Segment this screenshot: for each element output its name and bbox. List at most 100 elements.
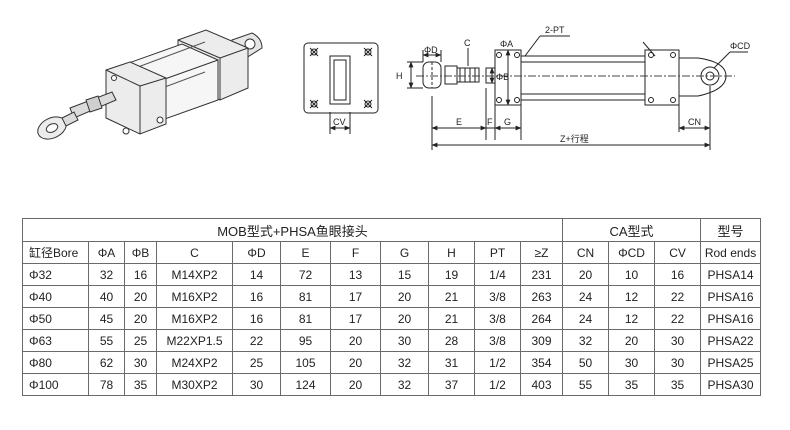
table-cell: M30XP2 <box>156 373 233 396</box>
table-cell: 55 <box>88 329 125 352</box>
dim-pt-label: 2-PT <box>545 25 565 35</box>
table-cell: 264 <box>519 307 564 330</box>
table-cell: 17 <box>330 285 381 308</box>
table-cell: 22 <box>654 307 702 330</box>
table-cell: 22 <box>654 285 702 308</box>
table-cell: 30 <box>654 351 702 374</box>
table-cell: 21 <box>428 307 475 330</box>
table-cell: 78 <box>88 373 125 396</box>
table-cell: Φ63 <box>22 329 89 352</box>
table-cell: 15 <box>380 263 429 286</box>
table-cell: 55 <box>562 373 610 396</box>
table-cell: 20 <box>330 351 381 374</box>
table-cell: M22XP1.5 <box>156 329 233 352</box>
table-cell: 17 <box>330 307 381 330</box>
col-header-cd: ΦCD <box>608 241 656 264</box>
table-cell: 24 <box>562 285 610 308</box>
table-cell: Φ32 <box>22 263 89 286</box>
dim-d-label: ΦD <box>424 45 438 55</box>
table-cell: 30 <box>380 329 429 352</box>
table-cell: 22 <box>232 329 281 352</box>
table-cell: 20 <box>124 307 157 330</box>
dim-cv-label: CV <box>333 117 346 127</box>
table-cell: Φ100 <box>22 373 89 396</box>
dim-g-label: G <box>504 117 511 127</box>
table-cell: 35 <box>124 373 157 396</box>
col-header-cv: CV <box>654 241 702 264</box>
dim-c-label: C <box>464 38 471 48</box>
table-cell: 32 <box>88 263 125 286</box>
table-cell: 50 <box>562 351 610 374</box>
table-cell: 20 <box>380 307 429 330</box>
table-cell: 3/8 <box>474 285 521 308</box>
table-cell: 72 <box>280 263 331 286</box>
table-cell: 14 <box>232 263 281 286</box>
dim-cd-label: ΦCD <box>730 41 751 51</box>
table-cell: 1/2 <box>474 373 521 396</box>
table-cell: PHSA16 <box>700 285 762 308</box>
table-cell: 3/8 <box>474 329 521 352</box>
table-cell: 16 <box>232 307 281 330</box>
table-cell: 30 <box>608 351 656 374</box>
table-cell: 30 <box>124 351 157 374</box>
col-header-c: C <box>156 241 233 264</box>
table-cell: 81 <box>280 285 331 308</box>
col-header-z: ≥Z <box>519 241 564 264</box>
table-cell: 24 <box>562 307 610 330</box>
group-header-ca: CA型式 <box>562 218 702 242</box>
table-group-header-row: MOB型式+PHSA鱼眼接头 CA型式 型号 <box>21 218 762 242</box>
col-header-d: ΦD <box>232 241 281 264</box>
table-column-header-row: 缸径Bore ΦA ΦB C ΦD E F G H PT ≥Z CN ΦCD C… <box>22 241 762 264</box>
dim-cn-label: CN <box>688 117 701 127</box>
col-header-b: ΦB <box>124 241 157 264</box>
table-cell: 354 <box>519 351 564 374</box>
col-header-cn: CN <box>562 241 610 264</box>
technical-drawing: CV <box>37 25 751 150</box>
table-cell: 13 <box>330 263 381 286</box>
table-cell: 32 <box>380 373 429 396</box>
table-cell: 263 <box>519 285 564 308</box>
table-cell: 403 <box>519 373 564 396</box>
table-cell: 20 <box>330 329 381 352</box>
spec-table: MOB型式+PHSA鱼眼接头 CA型式 型号 缸径Bore ΦA ΦB C ΦD… <box>21 218 762 396</box>
table-cell: 16 <box>232 285 281 308</box>
table-cell: M16XP2 <box>156 285 233 308</box>
table-cell: 35 <box>654 373 702 396</box>
front-view <box>303 42 379 134</box>
col-header-rod-ends: Rod ends <box>700 241 762 264</box>
table-cell: 20 <box>380 285 429 308</box>
table-cell: Φ50 <box>22 307 89 330</box>
table-cell: 62 <box>88 351 125 374</box>
dim-b-label: ΦB <box>496 72 509 82</box>
table-cell: 16 <box>124 263 157 286</box>
dim-h-label: H <box>396 71 403 81</box>
col-header-h: H <box>428 241 475 264</box>
table-cell: 3/8 <box>474 307 521 330</box>
table-cell: 32 <box>562 329 610 352</box>
table-cell: 40 <box>88 285 125 308</box>
table-cell: PHSA25 <box>700 351 762 374</box>
dim-a-label: ΦA <box>500 39 513 49</box>
table-cell: 28 <box>428 329 475 352</box>
col-header-bore: 缸径Bore <box>22 241 89 264</box>
table-cell: 45 <box>88 307 125 330</box>
group-header-mob: MOB型式+PHSA鱼眼接头 <box>21 218 564 242</box>
table-cell: 16 <box>654 263 702 286</box>
table-cell: 25 <box>232 351 281 374</box>
col-header-g: G <box>380 241 429 264</box>
table-cell: 12 <box>608 307 656 330</box>
side-view-labels: ΦD H C ΦB ΦA 2-PT ΦCD E F G CN Z+行程 <box>396 25 751 144</box>
table-cell: 19 <box>428 263 475 286</box>
table-cell: 20 <box>562 263 610 286</box>
table-cell: 309 <box>519 329 564 352</box>
side-view <box>407 35 748 150</box>
dim-f-label: F <box>487 117 493 127</box>
table-cell: 10 <box>608 263 656 286</box>
table-cell: M14XP2 <box>156 263 233 286</box>
